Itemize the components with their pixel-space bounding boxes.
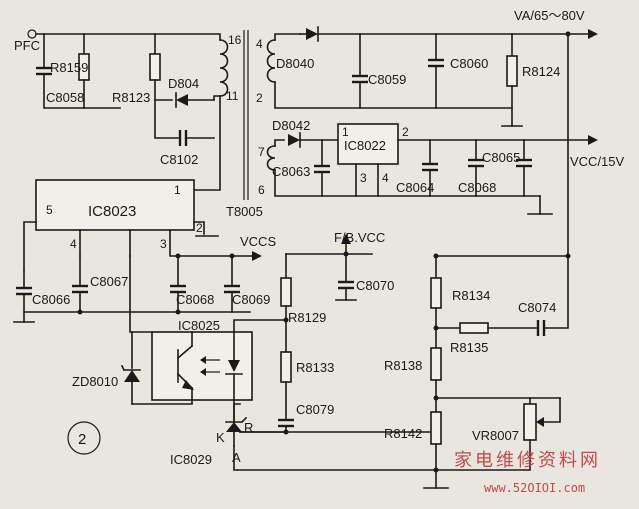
label-c8063: C8063	[272, 164, 310, 179]
label-r8138: R8138	[384, 358, 422, 373]
va-output-section	[299, 26, 598, 257]
pin-ic8023-3: 3	[160, 237, 167, 251]
pin-ic8022-1: 1	[342, 125, 349, 139]
label-ic8025: IC8025	[178, 318, 220, 333]
ic8022-box	[337, 123, 399, 165]
label-c8060: C8060	[450, 56, 488, 71]
label-c8065: C8065	[482, 150, 520, 165]
label-r8123: R8123	[112, 90, 150, 105]
pin-ic8023-2: 2	[196, 221, 203, 235]
vcc-regulator-section	[288, 123, 598, 215]
label-c8064: C8064	[396, 180, 434, 195]
r8123-body	[149, 53, 161, 81]
pin-ic8022-2: 2	[402, 125, 409, 139]
label-c8059: C8059	[368, 72, 406, 87]
d8042-diode	[288, 134, 300, 146]
label-vccs: VCCS	[240, 234, 276, 249]
label-d804: D804	[168, 76, 199, 91]
divider-network	[423, 253, 571, 489]
zd8010-section	[120, 331, 141, 405]
label-c8058: C8058	[46, 90, 84, 105]
label-vcc: VCC/15V	[570, 154, 625, 169]
pfc-input-section	[27, 29, 221, 146]
label-pfc: PFC	[14, 38, 40, 53]
r8142-body	[430, 411, 442, 445]
ic8023-section	[13, 179, 262, 323]
pin-t7: 7	[258, 145, 265, 159]
r8129-body	[280, 277, 292, 307]
labels: PFC R8159 C8058 R8123 D804 C8102 16 11 4…	[14, 8, 625, 495]
pin-t16: 16	[228, 33, 242, 47]
ic8025-led	[228, 360, 240, 372]
label-ic8029: IC8029	[170, 452, 212, 467]
label-c8102: C8102	[160, 152, 198, 167]
pin-t11: 11	[226, 89, 239, 103]
label-ic8022: IC8022	[344, 138, 386, 153]
transformer-t8005	[193, 30, 541, 200]
label-r8124: R8124	[522, 64, 560, 79]
label-va: VA/65～80V	[514, 8, 585, 23]
label-d8040: D8040	[276, 56, 314, 71]
label-vr8007: VR8007	[472, 428, 519, 443]
pin-t2: 2	[256, 91, 263, 105]
label-c8070: C8070	[356, 278, 394, 293]
label-c8074: C8074	[518, 300, 556, 315]
pin-t4: 4	[256, 37, 263, 51]
r8135-body	[459, 322, 489, 334]
label-k: K	[216, 430, 225, 445]
circle-marker	[67, 421, 101, 455]
label-r8134: R8134	[452, 288, 490, 303]
label-r8135: R8135	[450, 340, 488, 355]
r8133-body	[280, 351, 292, 383]
label-a: A	[232, 450, 241, 465]
pin-ic8023-5: 5	[46, 203, 53, 217]
fbvcc-arrow	[341, 234, 351, 244]
va-arrow	[588, 29, 598, 39]
label-r8142: R8142	[384, 426, 422, 441]
label-c8067: C8067	[90, 274, 128, 289]
d8040-diode	[306, 28, 318, 40]
pfc-terminal	[27, 29, 37, 39]
label-t8005: T8005	[226, 204, 263, 219]
label-r8129: R8129	[288, 310, 326, 325]
label-circle-num: 2	[78, 431, 86, 448]
watermark-text: 家电维修资料网	[454, 450, 601, 471]
r8124-body	[506, 55, 518, 87]
label-zd8010: ZD8010	[72, 374, 118, 389]
label-r8159: R8159	[50, 60, 88, 75]
label-c8066: C8066	[32, 292, 70, 307]
ic8023-box	[35, 179, 195, 231]
label-r8133: R8133	[296, 360, 334, 375]
pin-ic8023-1: 1	[174, 183, 181, 197]
d804-diode	[176, 94, 188, 106]
label-r: R	[244, 420, 253, 435]
ic8029-symbol	[226, 422, 242, 432]
label-d8042: D8042	[272, 118, 310, 133]
pin-ic8022-4: 4	[382, 171, 389, 185]
ic8025-optocoupler	[129, 255, 289, 421]
label-c8079: C8079	[296, 402, 334, 417]
label-ic8023: IC8023	[88, 203, 136, 220]
pin-ic8023-4: 4	[70, 237, 77, 251]
label-fbvcc: F/B.VCC	[334, 230, 385, 245]
pin-ic8022-3: 3	[360, 171, 367, 185]
label-c8069: C8069	[232, 292, 270, 307]
label-c8068: C8068	[176, 292, 214, 307]
ic8029-section	[225, 403, 437, 471]
r8138-body	[430, 347, 442, 381]
r8134-body	[430, 277, 442, 309]
pin-t6: 6	[258, 183, 265, 197]
zd8010-diode	[124, 370, 140, 382]
vr8007-body	[523, 403, 537, 441]
label-c8068-top: C8068	[458, 180, 496, 195]
vcc-arrow	[588, 135, 598, 145]
watermark-url: www.52OIOI.com	[484, 481, 585, 495]
vccs-arrow	[252, 251, 262, 261]
vr8007-wiper	[536, 417, 544, 427]
